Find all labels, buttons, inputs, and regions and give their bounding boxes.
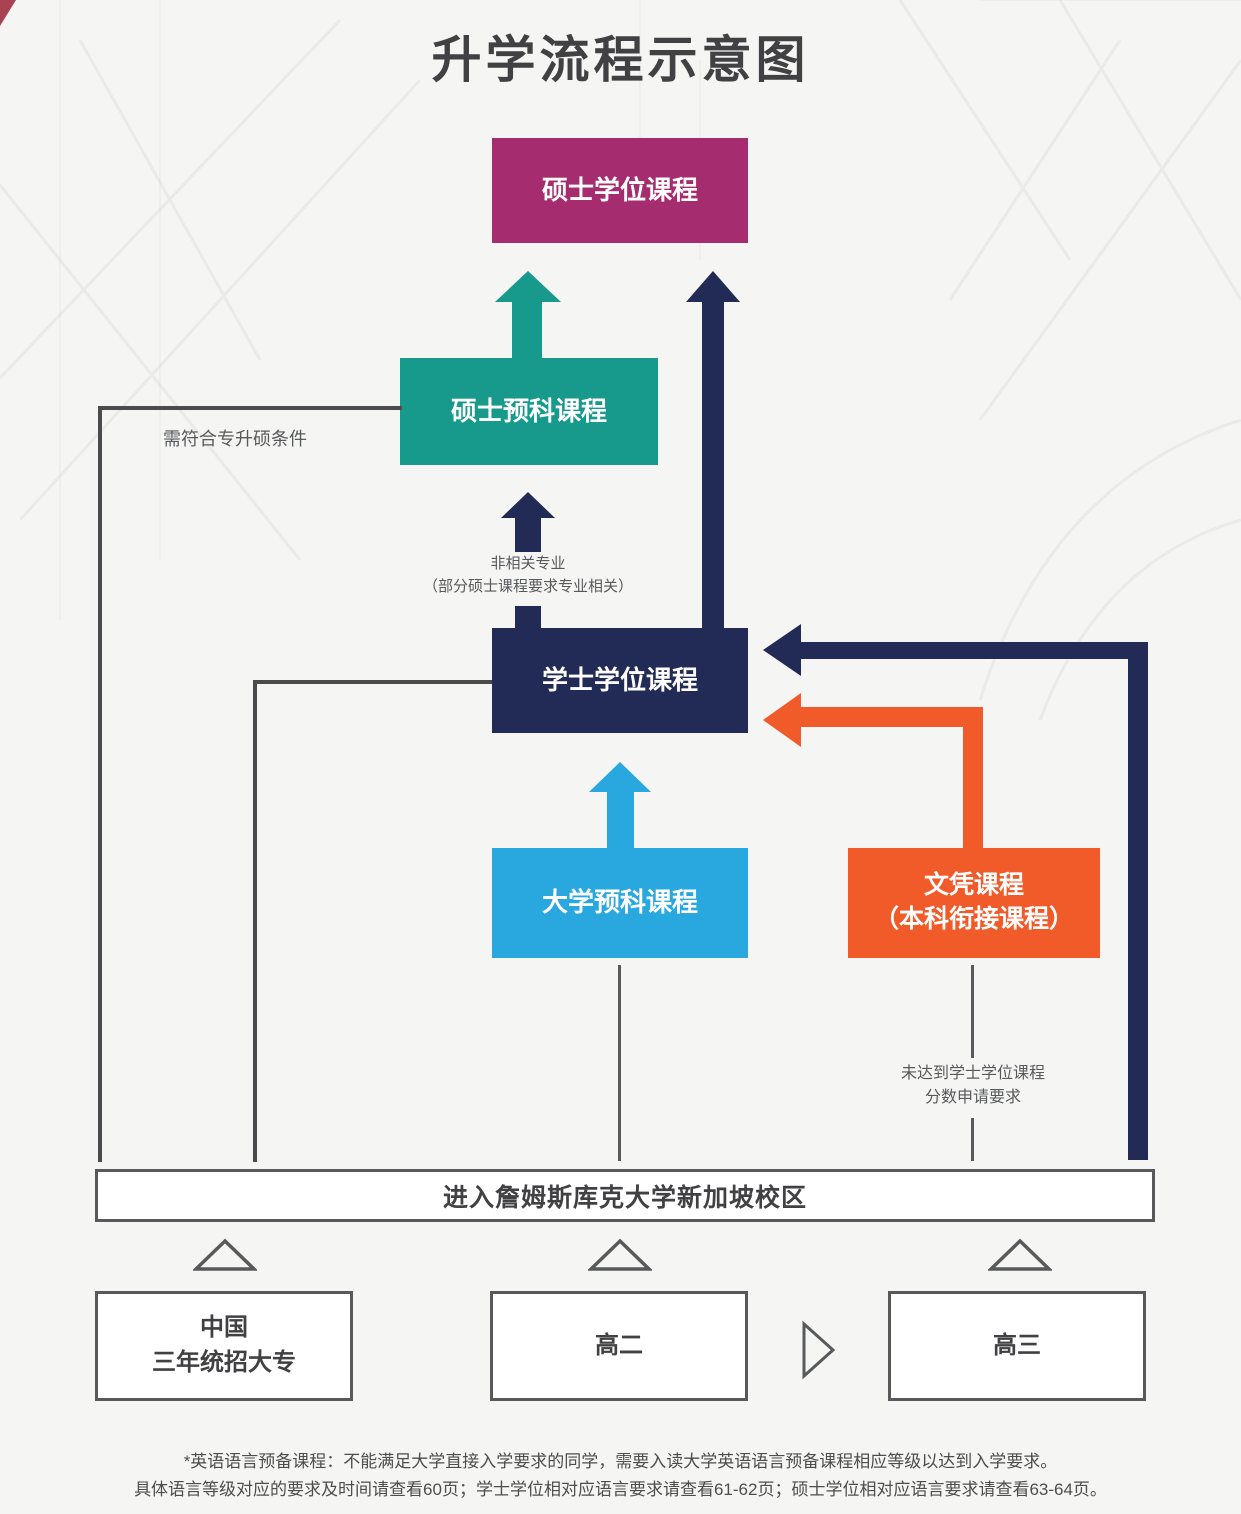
source-box-senior2-label: 高二: [595, 1331, 643, 1359]
note-non-related-major-line1: 非相关专业: [490, 555, 566, 572]
right-triangle-icon: [802, 1320, 836, 1380]
footnote: *英语语言预备课程：不能满足大学直接入学要求的同学，需要入读大学英语语言预备课程…: [0, 1448, 1241, 1504]
up-triangle-icon: [588, 1238, 652, 1271]
node-masters-foundation: 硕士预科课程: [400, 358, 658, 465]
node-masters-foundation-label: 硕士预科课程: [450, 395, 607, 426]
note-score-requirement-line2: 分数申请要求: [924, 1089, 1021, 1106]
page-title: 升学流程示意图: [431, 32, 810, 88]
arrow-foundation-to-masters-stem: [512, 300, 542, 360]
note-non-related-major-line2: （部分硕士课程要求专业相关）: [422, 577, 633, 595]
arrow-bachelor-to-foundation-stem-lower: [515, 606, 541, 630]
up-triangle-icon: [193, 1238, 257, 1271]
node-diploma-pathway: 文凭课程 （本科衔接课程）: [848, 848, 1100, 958]
node-bachelor-degree-label: 学士学位课程: [541, 664, 698, 695]
entry-bar-label: 进入詹姆斯库克大学新加坡校区: [442, 1183, 807, 1212]
arrow-diploma-to-bachelor-head-icon: [763, 693, 801, 747]
source-box-china-diploma-line2: 三年统招大专: [152, 1349, 296, 1376]
source-box-china-diploma-line1: 中国: [200, 1314, 248, 1342]
source-box-senior3-label: 高三: [993, 1331, 1041, 1359]
node-diploma-pathway-label-line2: （本科衔接课程）: [873, 905, 1074, 933]
note-transfer-condition: 需符合专升硕条件: [163, 429, 307, 449]
connector-entry-to-bachelor-horizontal: [253, 680, 492, 684]
connector-entry-to-mastersfoundation-horizontal: [98, 406, 402, 410]
footnote-line2: 具体语言等级对应的要求及时间请查看60页；学士学位相对应语言要求请查看61-62…: [134, 1480, 1107, 1500]
arrow-entry-to-bachelor-vertical: [1128, 642, 1148, 1160]
arrow-diploma-to-bachelor-horizontal: [801, 707, 983, 727]
note-score-requirement-line1: 未达到学士学位课程: [900, 1065, 1045, 1082]
node-bachelor-degree: 学士学位课程: [492, 628, 748, 733]
node-masters-degree-label: 硕士学位课程: [541, 174, 698, 205]
source-box-senior2: 高二: [490, 1291, 748, 1401]
arrow-univfoundation-to-bachelor-stem: [607, 792, 634, 850]
arrow-univfoundation-to-bachelor-head-icon: [589, 762, 651, 792]
connector-entry-to-diploma-lower: [971, 1118, 974, 1161]
node-university-foundation: 大学预科课程: [492, 848, 748, 958]
node-masters-degree: 硕士学位课程: [492, 138, 748, 243]
arrow-bachelor-to-foundation-head-icon: [501, 492, 555, 518]
arrow-bachelor-to-foundation-stem-upper: [515, 518, 541, 552]
note-non-related-major: 非相关专业 （部分硕士课程要求专业相关）: [368, 553, 688, 598]
note-score-requirement: 未达到学士学位课程 分数申请要求: [823, 1062, 1123, 1110]
entry-bar: 进入詹姆斯库克大学新加坡校区: [95, 1169, 1155, 1222]
arrow-diploma-to-bachelor-vertical: [963, 707, 983, 848]
node-diploma-pathway-label-line1: 文凭课程: [923, 871, 1024, 900]
footnote-line1: *英语语言预备课程：不能满足大学直接入学要求的同学，需要入读大学英语语言预备课程…: [183, 1452, 1058, 1471]
up-triangle-icon: [988, 1238, 1052, 1271]
source-box-china-diploma: 中国 三年统招大专: [95, 1291, 353, 1401]
node-university-foundation-label: 大学预科课程: [541, 887, 698, 918]
connector-entry-to-bachelor-vertical: [253, 680, 257, 1162]
arrow-entry-to-bachelor-head-icon: [763, 624, 801, 676]
connector-entry-to-diploma-upper: [971, 965, 974, 1058]
source-box-senior3: 高三: [888, 1291, 1146, 1401]
connector-entry-to-univfoundation: [618, 965, 621, 1161]
corner-photo-fragment: [0, 0, 16, 26]
arrow-bachelor-to-masters-head-icon: [686, 271, 740, 302]
arrow-entry-to-bachelor-horizontal: [800, 642, 1148, 659]
arrow-bachelor-to-masters-stem: [702, 300, 724, 630]
connector-entry-to-mastersfoundation-vertical: [98, 406, 102, 1162]
arrow-foundation-to-masters-head-icon: [495, 271, 561, 302]
